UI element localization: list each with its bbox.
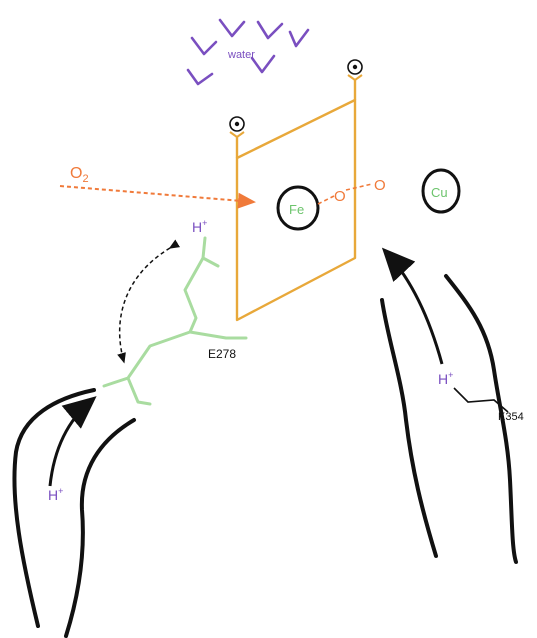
fe-center xyxy=(276,185,320,231)
o2-arrow-icon xyxy=(59,185,256,209)
water-molecule-icon xyxy=(256,20,284,40)
water-label: water xyxy=(227,49,255,61)
o2-label: O2 xyxy=(70,165,89,185)
heme-propionate-icon xyxy=(347,59,363,82)
peroxide-bond xyxy=(317,183,373,205)
proton-arrow-icon xyxy=(381,247,444,365)
cu-label: Cu xyxy=(431,185,448,200)
heme-propionate-icon xyxy=(229,116,245,139)
glutamate-e278 xyxy=(102,236,248,406)
water-molecule-icon xyxy=(288,28,310,48)
right-proton-channel xyxy=(380,274,518,564)
oxygen-label-2: O xyxy=(374,177,386,194)
oxygen-label-1: O xyxy=(334,188,346,205)
proton-label-right: H+ xyxy=(438,370,453,387)
water-cluster xyxy=(186,18,310,86)
proton-label-top: H+ xyxy=(192,218,207,235)
water-molecule-icon xyxy=(218,18,246,38)
fe-label: Fe xyxy=(289,202,304,217)
water-molecule-icon xyxy=(186,68,214,86)
exchange-arrow-icon xyxy=(117,239,181,364)
lysine-k354 xyxy=(453,387,509,413)
k354-label: K354 xyxy=(498,411,524,423)
heme-plane xyxy=(235,80,357,322)
left-proton-channel xyxy=(12,388,136,638)
water-molecule-icon xyxy=(190,36,218,56)
e278-label: E278 xyxy=(208,347,236,361)
proton-arrow-icon xyxy=(48,396,97,487)
water-molecule-icon xyxy=(250,54,276,74)
cu-center xyxy=(421,168,461,214)
proton-label-left: H+ xyxy=(48,486,63,503)
